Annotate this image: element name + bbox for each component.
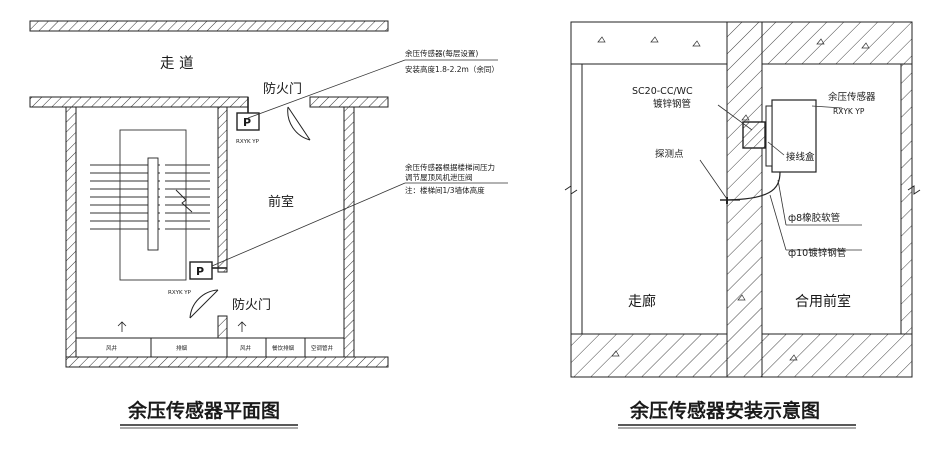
fire-door-bottom-label: 防火门 xyxy=(232,297,271,313)
callout-1-line-1: 余压传感器(每层设置) xyxy=(405,48,478,58)
conduit-line-1: SC20-CC/WC xyxy=(632,86,693,97)
shaft-label-5: 空调管井 xyxy=(311,344,334,352)
corridor-south-wall-left xyxy=(29,96,249,108)
probe-label: 探测点 xyxy=(655,148,684,160)
plan-title: 余压传感器平面图 xyxy=(128,400,281,422)
callout-2-line-3: 注：楼梯间1/3墙体高度 xyxy=(405,185,485,195)
shaft-label-4: 餐饮排烟 xyxy=(272,344,295,352)
hose-label: ф8橡胶软管 xyxy=(788,212,840,224)
junction-box-label: 接线盒 xyxy=(786,151,815,163)
shaft-strip xyxy=(75,337,345,358)
sensor-2-code: RXYK YP xyxy=(168,290,192,296)
install-view: SC20-CC/WC 镀锌钢管 探测点 余压传感器 RXYK YP 接线盒 ф8… xyxy=(564,21,921,378)
conduit-line-2: 镀锌钢管 xyxy=(653,98,691,110)
shaft-label-2: 排烟 xyxy=(176,344,188,352)
sensor-code-label: RXYK YP xyxy=(833,107,865,116)
shared-anteroom-label: 合用前室 xyxy=(795,293,851,310)
corridor-room-label: 走廊 xyxy=(628,293,656,310)
shaft-label-3: 风井 xyxy=(240,344,252,352)
left-outer-wall xyxy=(65,106,77,358)
bottom-wall xyxy=(65,356,389,368)
stair-wall xyxy=(217,106,228,273)
corridor-south-wall-right xyxy=(309,96,389,108)
install-title: 余压传感器安装示意图 xyxy=(630,400,821,422)
sensor-name-label: 余压传感器 xyxy=(828,91,876,103)
tubing xyxy=(719,171,781,204)
callout-1-line-2: 安装高度1.8-2.2m（余同） xyxy=(405,64,499,74)
pipe-label: ф10镀锌钢管 xyxy=(788,247,846,259)
shaft-label-1: 风井 xyxy=(106,344,118,352)
stair-wall-lower xyxy=(217,315,228,339)
door-top xyxy=(287,106,311,141)
callout-2-line-2: 调节屋顶风机泄压阀 xyxy=(405,172,473,182)
corridor-top-wall xyxy=(29,20,389,32)
sensor-1-code: RXYK YP xyxy=(236,139,260,145)
corridor-label: 走 道 xyxy=(160,55,194,72)
fire-door-top-label: 防火门 xyxy=(263,81,302,97)
sensor-2: P xyxy=(189,261,227,280)
sensor-box xyxy=(742,99,817,173)
door-bottom xyxy=(189,289,219,319)
sensor-1-symbol: P xyxy=(243,116,251,129)
anteroom-label: 前室 xyxy=(268,194,294,210)
plan-view: P RXYK YP P RXYK YP 走 道 防火门 前室 防火门 余压传感器… xyxy=(29,20,508,368)
right-outer-wall xyxy=(343,106,355,358)
staircase xyxy=(90,129,210,281)
sensor-2-symbol: P xyxy=(196,265,204,278)
sensor-1: P xyxy=(236,97,260,131)
callout-2-line-1: 余压传感器根据楼梯间压力 xyxy=(405,162,495,172)
